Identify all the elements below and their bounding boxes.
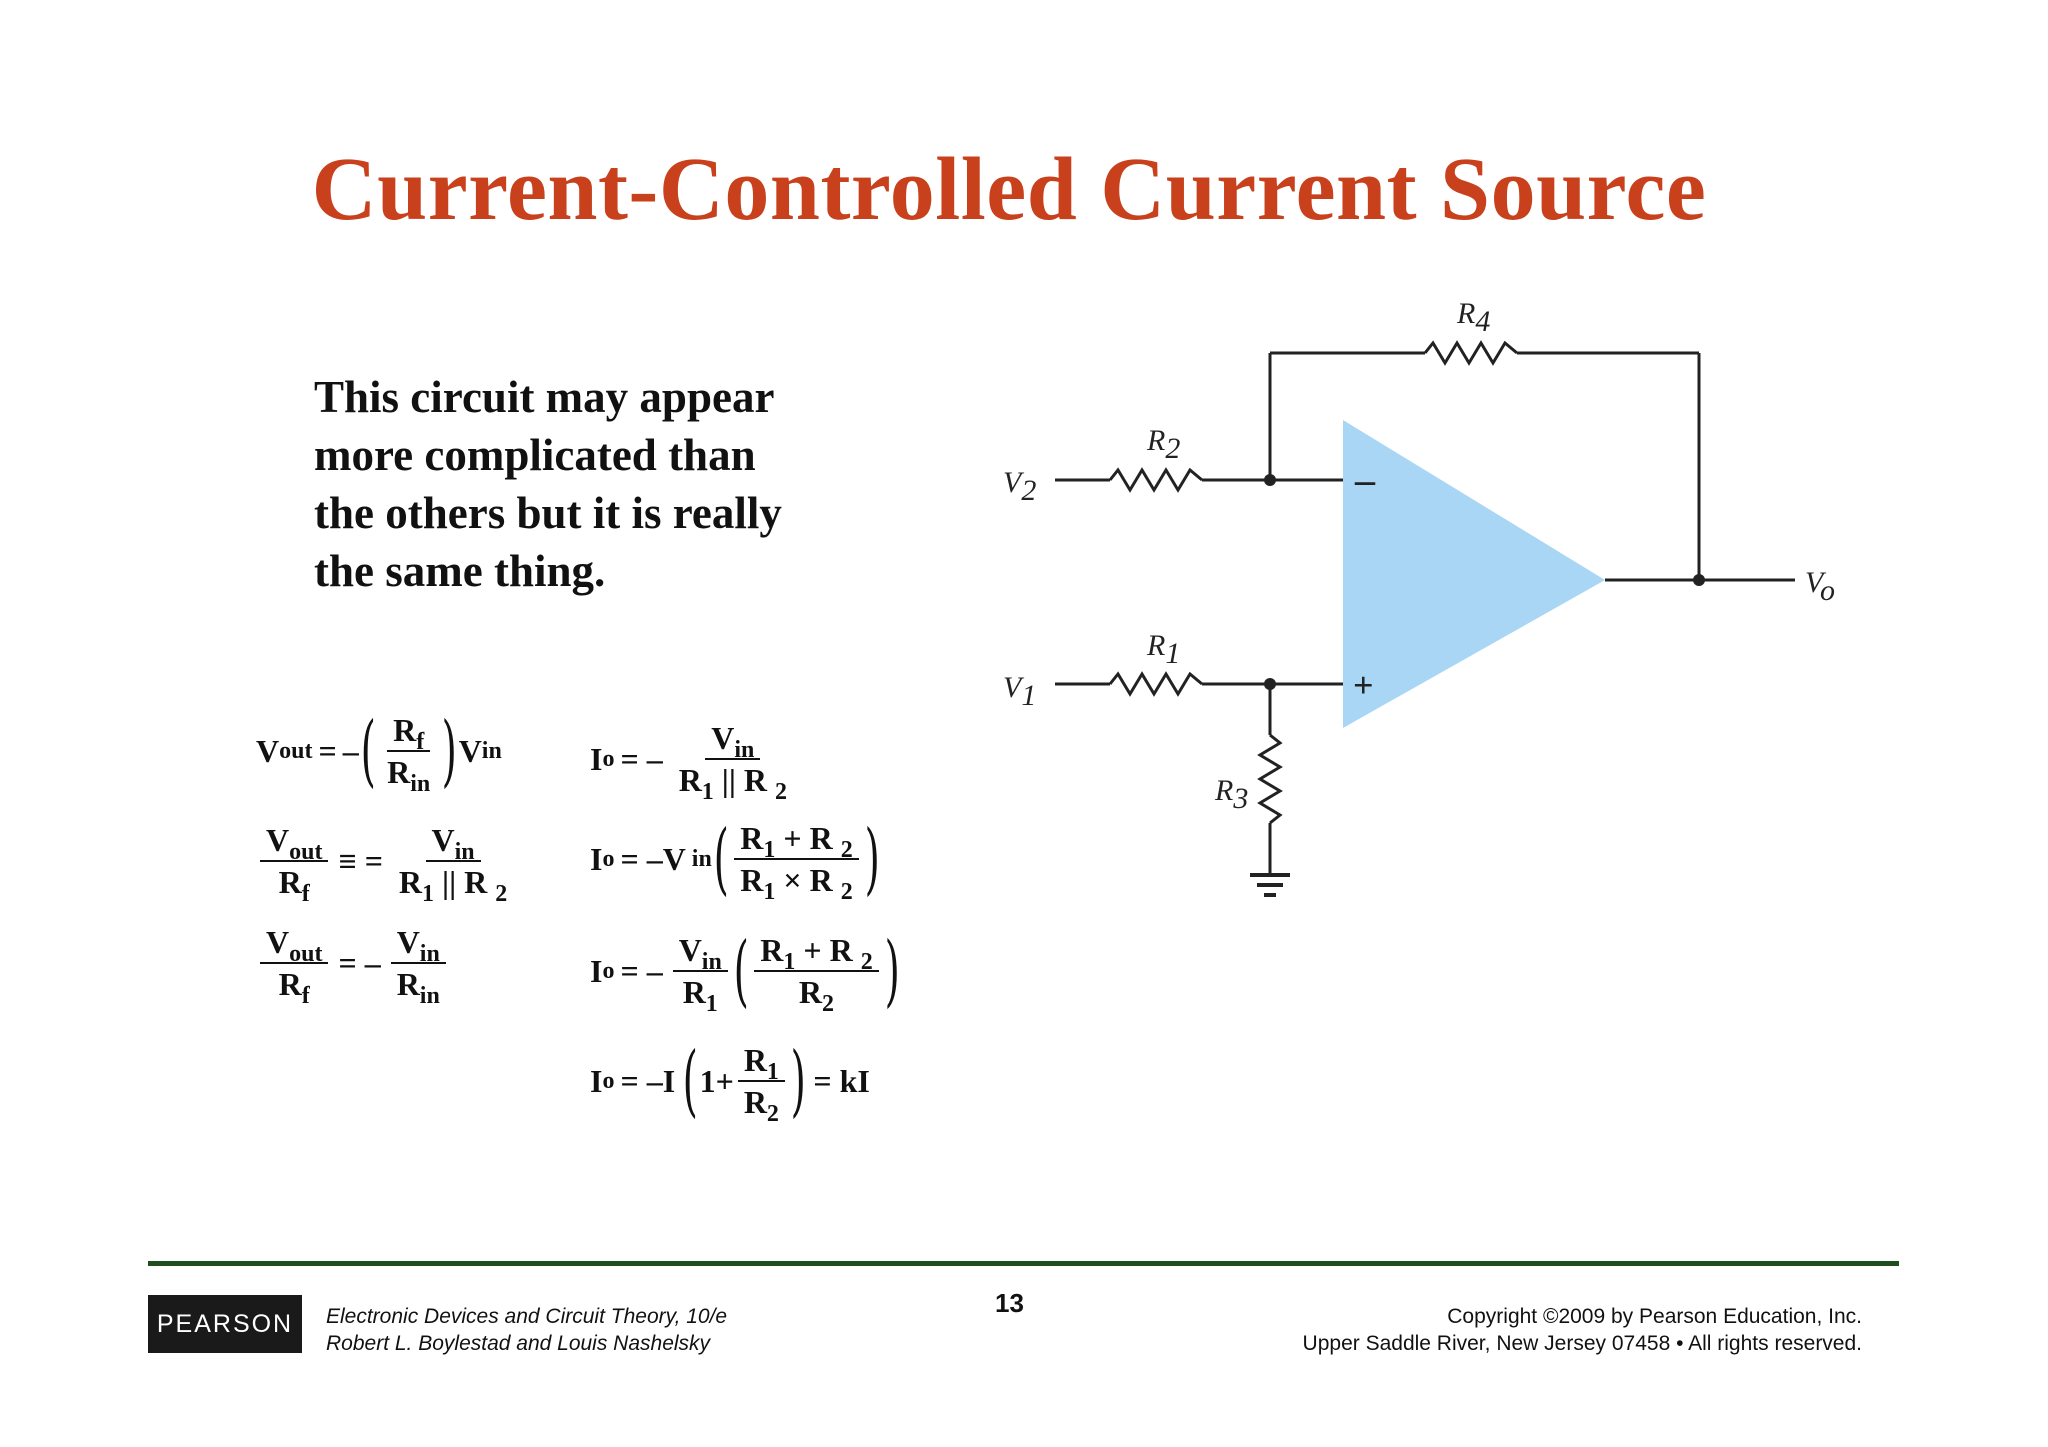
junction-dot: [1264, 474, 1276, 486]
v2-label: V2: [1003, 466, 1036, 507]
opamp-triangle: [1343, 420, 1605, 728]
ground-icon: [1250, 873, 1290, 897]
copyright-line: Copyright ©2009 by Pearson Education, In…: [1447, 1305, 1862, 1328]
equation-vout-over-rf-1: Vout Rf ≡ = Vin R1 || R 2: [256, 822, 517, 906]
book-info: Electronic Devices and Circuit Theory, 1…: [326, 1303, 727, 1357]
page-number: 13: [995, 1288, 1024, 1318]
r1-resistor: [1108, 671, 1203, 697]
r3-resistor: [1257, 733, 1283, 825]
plus-sign: +: [1353, 665, 1374, 705]
v1-label: V1: [1003, 671, 1036, 712]
equation-vout-over-rf-2: Vout Rf = – Vin Rin: [256, 924, 450, 1008]
slide-title: Current-Controlled Current Source: [311, 140, 1707, 239]
intro-line: This circuit may appear: [314, 372, 775, 422]
junction-dot: [1264, 678, 1276, 690]
intro-text: This circuit may appear more complicated…: [314, 368, 834, 600]
minus-sign: –: [1354, 457, 1376, 502]
book-authors: Robert L. Boylestad and Louis Nashelsky: [326, 1332, 711, 1355]
footer-rule: [148, 1261, 1899, 1266]
r2-label: R2: [1146, 424, 1180, 465]
r4-label: R4: [1456, 297, 1490, 338]
r2-resistor: [1108, 467, 1203, 493]
junction-dot: [1693, 574, 1705, 586]
address-line: Upper Saddle River, New Jersey 07458 • A…: [1302, 1332, 1862, 1355]
intro-line: more complicated than: [314, 430, 756, 480]
book-title: Electronic Devices and Circuit Theory, 1…: [326, 1305, 728, 1328]
r1-label: R1: [1146, 629, 1180, 670]
intro-line: the same thing.: [314, 546, 606, 596]
r4-resistor: [1423, 340, 1518, 366]
r3-label: R3: [1214, 774, 1248, 815]
vo-label: Vo: [1805, 566, 1835, 607]
intro-line: the others but it is really: [314, 488, 782, 538]
copyright-info: Copyright ©2009 by Pearson Education, In…: [1303, 1303, 1862, 1357]
opamp-circuit-diagram: – + V2 V1 Vo R2 R1 R3 R4: [1003, 297, 1835, 897]
pearson-logo: PEARSON: [148, 1295, 302, 1353]
